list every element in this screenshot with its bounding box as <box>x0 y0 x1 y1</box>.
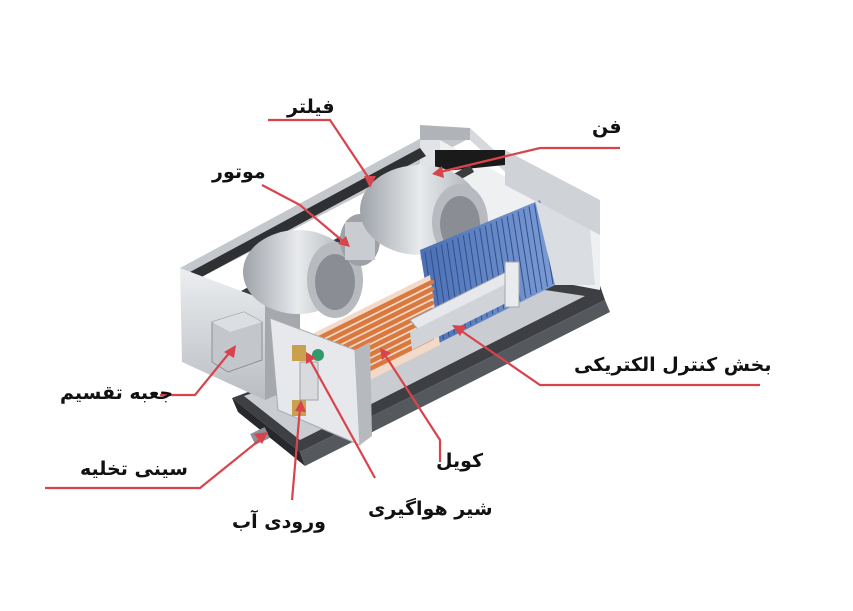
leader-electric <box>459 329 760 387</box>
label-water-inlet: ورودی آب <box>232 511 326 533</box>
leader-vent <box>309 359 376 479</box>
leader-fan <box>439 146 620 174</box>
front-panel <box>269 317 372 446</box>
label-fan: فن <box>592 116 622 138</box>
leader-motor <box>261 184 346 244</box>
label-coil: کویل <box>436 450 484 472</box>
label-air-vent-valve: شیر هواگیری <box>368 498 493 520</box>
label-junction-box: جعبه تقسیم <box>60 382 174 404</box>
label-drain-pan: سینی تخلیه <box>80 458 188 480</box>
leader-junction <box>160 351 231 397</box>
leader-drain <box>45 437 263 490</box>
leader-coil <box>384 354 442 462</box>
blower-left <box>243 230 363 318</box>
label-electric-control: بخش کنترل الکتریکی <box>574 354 772 376</box>
leader-water <box>290 407 302 501</box>
leader-arrows <box>224 166 466 444</box>
label-motor: موتور <box>212 161 266 183</box>
leader-filter <box>268 118 371 181</box>
label-filter: فیلتر <box>287 96 335 118</box>
leader-lines <box>45 118 760 501</box>
electric-control-panel <box>409 261 521 350</box>
